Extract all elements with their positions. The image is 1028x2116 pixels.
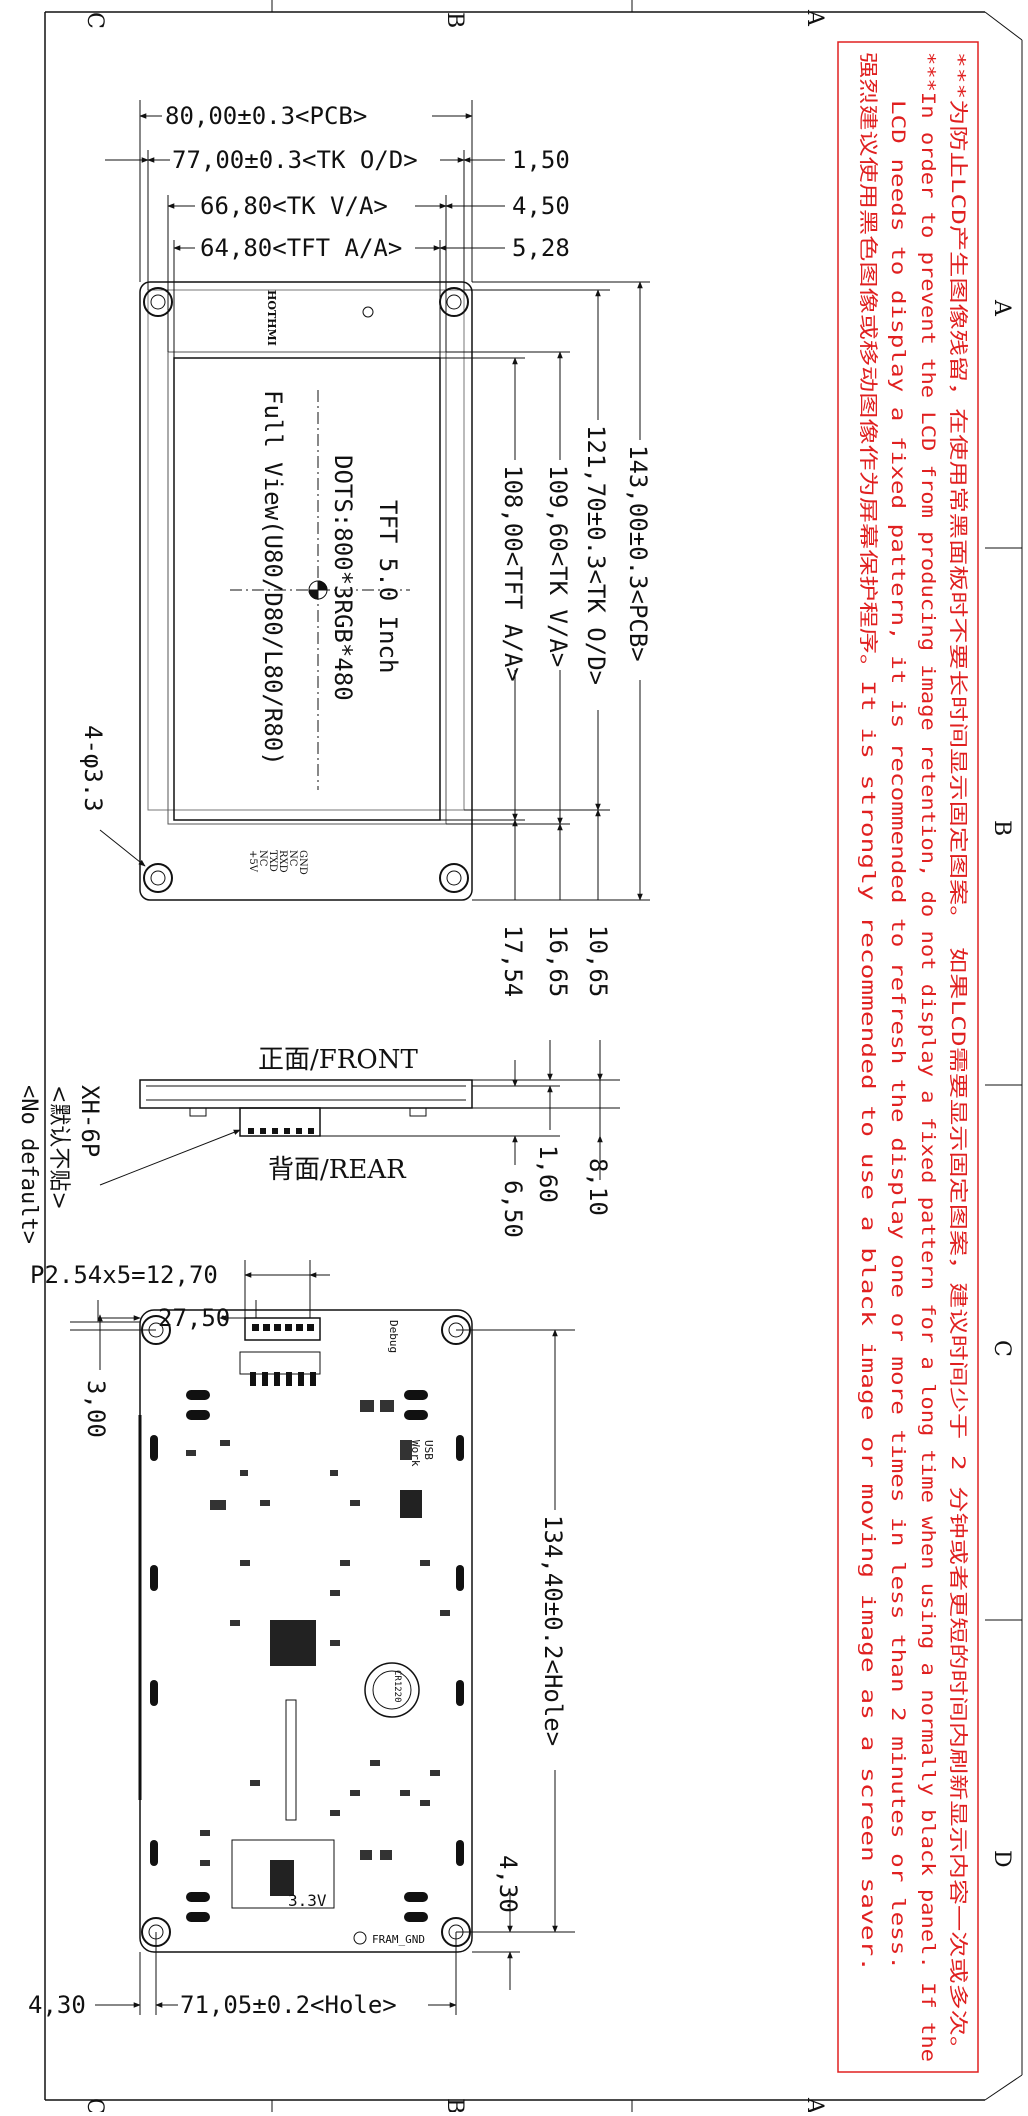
front-tk-outline	[147, 289, 465, 811]
dim-4-30-bottom: 4,30	[28, 1991, 86, 2019]
border-label-d-1: D	[989, 1850, 1014, 1868]
dim-27-50: 27,50	[158, 1304, 230, 1332]
border-label-c-1: C	[989, 1340, 1014, 1357]
note-line-2: ***In order to prevent the LCD from prod…	[917, 52, 939, 2062]
border-labels: C B A A B C D C B A	[82, 9, 1014, 2115]
rear-slot-pads	[150, 1390, 464, 1922]
pin-label-3: RXD	[277, 850, 288, 873]
border-label-b-1: B	[989, 820, 1014, 836]
pin-label-2: NC	[287, 850, 298, 867]
rear-connector	[244, 1317, 321, 1341]
border-label-b-bottom: B	[442, 2098, 467, 2112]
front-view: HOTHMI TFT 5.0 Inch DOTS:800*3RGB*480 Fu…	[79, 100, 656, 997]
front-pcb-outline	[139, 281, 473, 901]
pin-label-5: NC	[257, 850, 268, 867]
dim-tk-od-height: 121,70±0.3<TK O/D>	[582, 425, 610, 685]
dim-offset-1: 1,50	[512, 146, 570, 174]
note-line-1: ***为防止LCD产生图像残留，在使用常黑面板时不要长时间显示固定图案。 如果L…	[947, 52, 969, 2062]
border-label-c-bottom: C	[82, 2098, 107, 2112]
dim-pin-pitch: P2.54x5=12,70	[30, 1261, 218, 1289]
dim-offset-4: 10,65	[584, 925, 612, 997]
retention-note: ***为防止LCD产生图像残留，在使用常黑面板时不要长时间显示固定图案。 如果L…	[837, 41, 979, 2073]
ffc-connector	[285, 1699, 297, 1821]
front-logo: HOTHMI	[265, 290, 278, 346]
center-text-3: Full View(U80/D80/L80/R80)	[259, 390, 287, 766]
dim-4-30-right: 4,30	[494, 1855, 522, 1913]
center-crosshair	[230, 390, 410, 790]
connector-note-cn: <默认不贴>	[46, 1085, 71, 1210]
side-view: 正面/FRONT 背面/REAR XH-6P <默认不贴> <No defaul…	[16, 1040, 620, 1244]
connector-note-en: <No default>	[16, 1085, 41, 1244]
dim-tft-aa-width: 64,80<TFT A/A>	[200, 234, 402, 262]
pin-label-6: +5V	[247, 850, 258, 873]
work-label: Work	[409, 1440, 422, 1467]
dim-tk-od-width: 77,00±0.3<TK O/D>	[172, 146, 418, 174]
mcu-chip	[270, 1620, 316, 1666]
note-box	[837, 41, 979, 2073]
side-connector	[239, 1107, 321, 1137]
side-rear-label: 背面/REAR	[268, 1155, 407, 1185]
front-mounting-holes	[143, 287, 469, 893]
battery-holder	[364, 1662, 420, 1718]
pin-labels: GND NC RXD TXD NC +5V	[247, 850, 308, 875]
dim-thickness-total: 8,10	[584, 1158, 612, 1216]
side-front-label: 正面/FRONT	[258, 1045, 418, 1075]
dim-pcb-width: 80,00±0.3<PCB>	[165, 102, 367, 130]
note-line-4: 强烈建议使用黑色图像或移动图像作为屏幕保护程序。It is strongly r…	[857, 52, 879, 1972]
side-body	[139, 1079, 473, 1109]
dim-pcb-height: 143,00±0.3<PCB>	[624, 445, 652, 662]
dim-tk-va-width: 66,80<TK V/A>	[200, 192, 388, 220]
border-label-a-top: A	[802, 9, 827, 27]
dim-offset-6: 17,54	[499, 925, 527, 997]
battery-label: CR1220	[392, 1670, 402, 1703]
pin-label-4: TXD	[267, 850, 278, 872]
fram-gnd-label: FRAM_GND	[372, 1933, 425, 1946]
dim-3-00: 3,00	[82, 1380, 110, 1438]
border-label-a-bottom: A	[802, 2097, 827, 2112]
center-text-2: DOTS:800*3RGB*480	[329, 455, 357, 701]
border-label-c-top: C	[82, 12, 107, 29]
border-label-b-top: B	[442, 12, 467, 28]
front-led	[362, 306, 374, 318]
smd-components	[186, 1400, 450, 1866]
dim-thickness-a: 1,60	[534, 1145, 562, 1203]
dim-offset-5: 16,65	[544, 925, 572, 997]
dim-hole-height: 134,40±0.2<Hole>	[539, 1515, 567, 1746]
front-tft-aa	[173, 357, 441, 821]
ic-chip-2	[400, 1490, 422, 1518]
dim-hole-spec: 4-φ3.3	[79, 725, 107, 812]
dim-hole-width: 71,05±0.2<Hole>	[180, 1991, 397, 2019]
connector-type: XH-6P	[76, 1085, 104, 1157]
front-tk-va	[167, 351, 447, 825]
rear-view: Debug USB Work CR1220 3.3V FRAM_GND	[28, 1260, 575, 2020]
usb-label: USB	[422, 1440, 435, 1460]
dim-offset-3: 5,28	[512, 234, 570, 262]
dim-offset-2: 4,50	[512, 192, 570, 220]
sheet-frame	[44, 0, 1023, 2112]
border-label-a-1: A	[989, 299, 1014, 317]
dim-tft-aa-height: 108,00<TFT A/A>	[499, 465, 527, 682]
center-text-1: TFT 5.0 Inch	[374, 500, 402, 673]
debug-label: Debug	[387, 1320, 400, 1353]
regulator-block	[231, 1839, 335, 1909]
dim-thickness-b: 6,50	[499, 1180, 527, 1238]
dim-tk-va-height: 109,60<TK V/A>	[544, 465, 572, 667]
v33-label: 3.3V	[288, 1891, 327, 1910]
pin-label-1: GND	[297, 850, 308, 875]
note-line-3: LCD needs to display a fixed pattern, it…	[887, 100, 909, 1970]
